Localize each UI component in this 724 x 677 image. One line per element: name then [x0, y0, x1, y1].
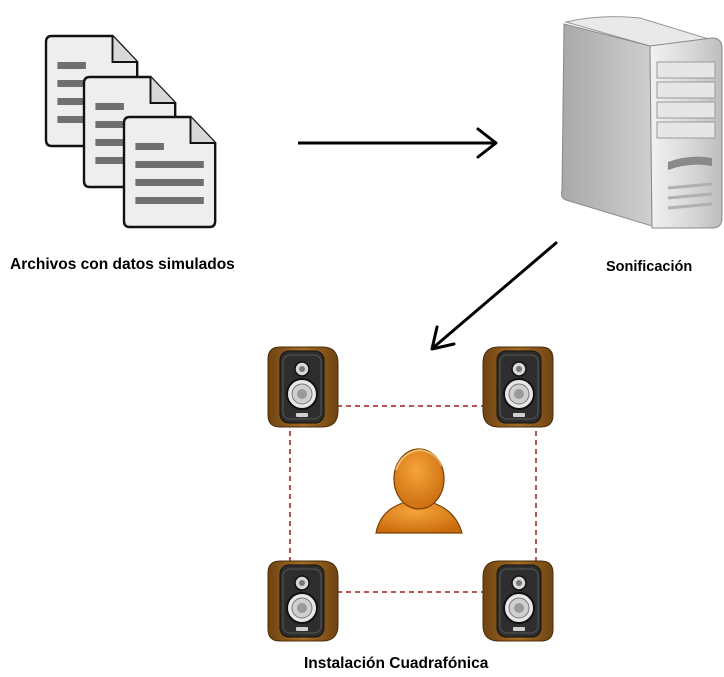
documents-icon	[44, 34, 217, 229]
server-tower-icon	[561, 16, 723, 229]
speaker-top-right-icon	[482, 346, 554, 428]
sonification-label: Sonificación	[606, 259, 693, 275]
files-label: Archivos con datos simulados	[10, 256, 235, 273]
speaker-layout-square	[289, 405, 537, 593]
person-icon	[375, 448, 463, 534]
speaker-bottom-right-icon	[482, 560, 554, 642]
speaker-top-left-icon	[267, 346, 339, 428]
arrow-files-to-server	[298, 127, 498, 159]
speaker-bottom-left-icon	[267, 560, 339, 642]
arrow-server-to-installation	[430, 241, 558, 351]
installation-label: Instalación Cuadrafónica	[304, 655, 489, 672]
